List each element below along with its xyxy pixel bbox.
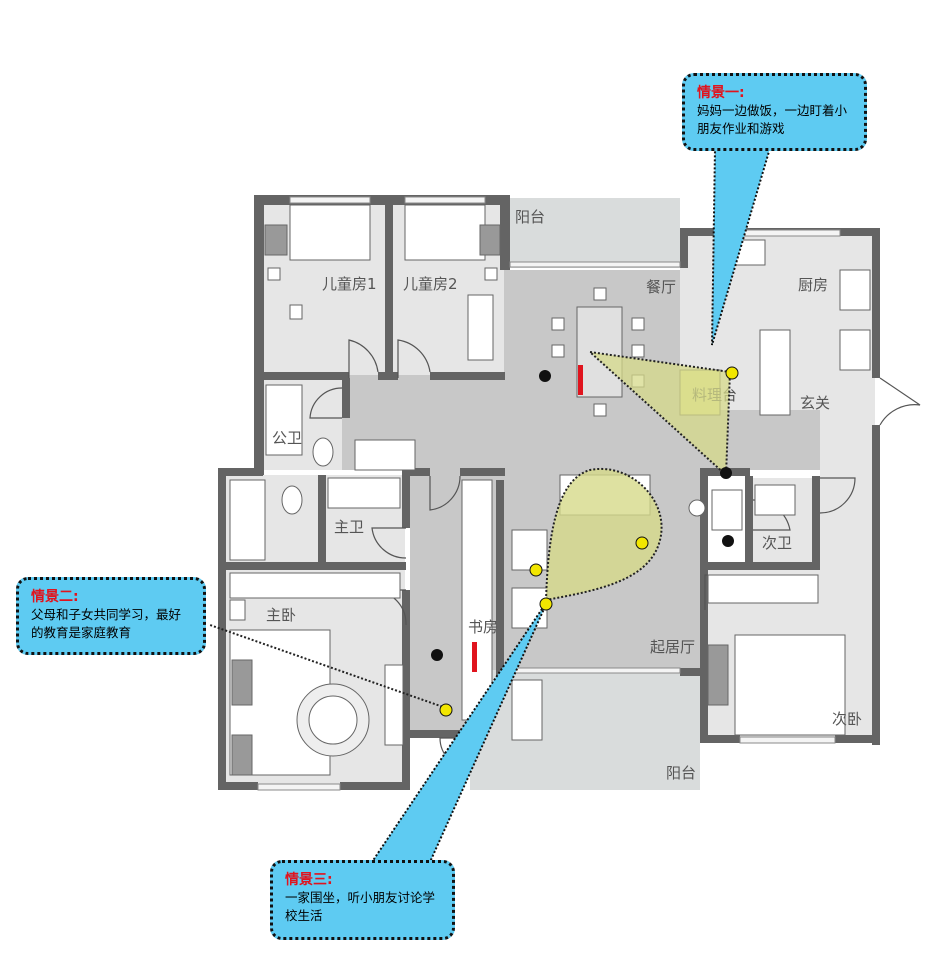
scene-2-text: 父母和子女共同学习，最好的教育是家庭教育 xyxy=(31,607,182,640)
label-second-bath: 次卫 xyxy=(762,534,792,552)
scene-1-callout: 情景一: 妈妈一边做饭，一边盯着小朋友作业和游戏 xyxy=(682,73,867,151)
scene-2-title: 情景二: xyxy=(31,589,79,605)
label-public-bath: 公卫 xyxy=(272,429,302,447)
scene-2-callout: 情景二: 父母和子女共同学习，最好的教育是家庭教育 xyxy=(16,577,206,655)
scene-3-title: 情景三: xyxy=(285,872,333,888)
label-master-bedroom: 主卧 xyxy=(266,606,296,624)
label-second-bedroom: 次卧 xyxy=(832,710,862,728)
child-bed-2 xyxy=(404,204,486,261)
scene-1-pointer xyxy=(711,147,772,346)
label-balcony-bottom: 阳台 xyxy=(666,764,696,782)
scene-1-cone xyxy=(586,350,732,478)
label-child-room-2: 儿童房2 xyxy=(403,275,458,293)
child-bed-1 xyxy=(289,204,371,261)
second-bed xyxy=(734,634,846,736)
person-sofa-2 xyxy=(529,563,543,577)
person-sofa-1 xyxy=(635,536,649,550)
scene-1-title: 情景一: xyxy=(697,85,745,101)
label-entry: 玄关 xyxy=(800,394,830,412)
label-study: 书房 xyxy=(468,618,498,636)
person-entry-2 xyxy=(722,535,734,547)
person-diner xyxy=(539,370,551,382)
person-mother xyxy=(725,366,739,380)
scene-3-cone xyxy=(544,467,663,602)
dining-table xyxy=(576,306,623,398)
person-master xyxy=(439,703,453,717)
scene-1-text: 妈妈一边做饭，一边盯着小朋友作业和游戏 xyxy=(697,103,848,136)
balcony-top-area xyxy=(505,198,680,268)
person-sofa-3 xyxy=(539,597,553,611)
windows xyxy=(257,196,841,791)
study-desk xyxy=(461,479,493,721)
person-study xyxy=(431,649,443,661)
label-living-room: 起居厅 xyxy=(650,638,695,656)
people xyxy=(431,366,739,717)
label-balcony-top: 阳台 xyxy=(515,208,545,226)
red-markers xyxy=(472,365,583,672)
sight-cones xyxy=(209,350,732,709)
label-kitchen: 厨房 xyxy=(798,276,828,294)
label-dining: 餐厅 xyxy=(646,278,676,296)
label-child-room-1: 儿童房1 xyxy=(322,275,377,293)
scene-3-callout: 情景三: 一家围坐，听小朋友讨论学校生活 xyxy=(270,860,455,940)
label-master-bath: 主卫 xyxy=(334,518,364,536)
person-entry-1 xyxy=(720,467,732,479)
balcony-bottom-area xyxy=(470,670,700,790)
scene-3-text: 一家围坐，听小朋友讨论学校生活 xyxy=(285,890,436,923)
